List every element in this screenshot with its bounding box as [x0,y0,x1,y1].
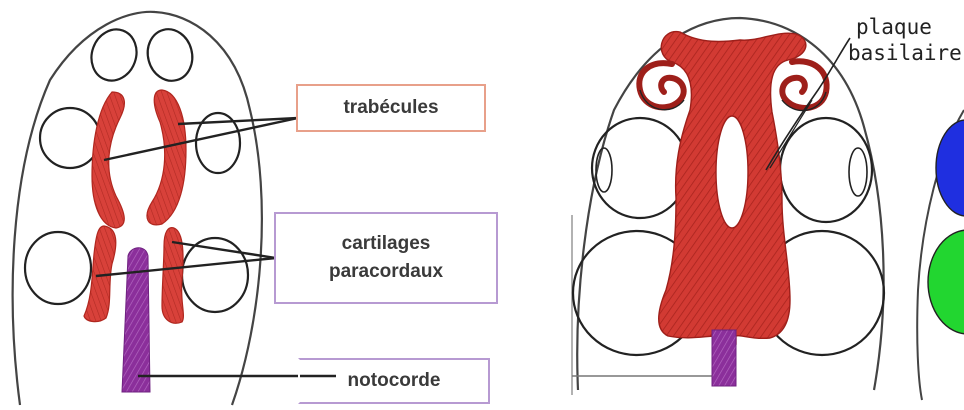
left-otic-left [25,232,91,304]
left-diagram [13,12,336,405]
label-trabecules: trabécules [296,84,486,132]
left-nasal-capsule-right [142,24,198,86]
label-plaque-basilaire: plaque basilaire [848,14,964,66]
nasal-horn-right [782,61,826,108]
label-trabecules-text: trabécules [343,97,438,119]
label-notocorde: notocorde [298,358,490,404]
notochord-right [712,330,736,386]
label-cartilages-line1: cartilages [342,230,431,258]
green-structure [928,230,964,334]
right-eye-right [780,118,872,222]
left-eye-left [40,108,100,168]
third-diagram-cropped [917,110,964,400]
notochord-left [122,248,150,392]
basal-plate-fenestra [716,116,748,228]
label-cartilages-paracordaux: cartilages paracordaux [274,212,498,304]
label-notocorde-text: notocorde [348,370,441,392]
trabecula-right [147,90,186,225]
right-eye-left-inner [596,148,612,192]
label-plaque-text: plaque [848,14,964,40]
right-diagram [572,18,884,395]
right-eye-right-inner [849,148,867,196]
label-cartilages-line2: paracordaux [329,258,443,286]
right-eye-left [592,118,688,218]
label-basilaire-text: basilaire [848,40,964,66]
blue-structure [936,120,964,216]
